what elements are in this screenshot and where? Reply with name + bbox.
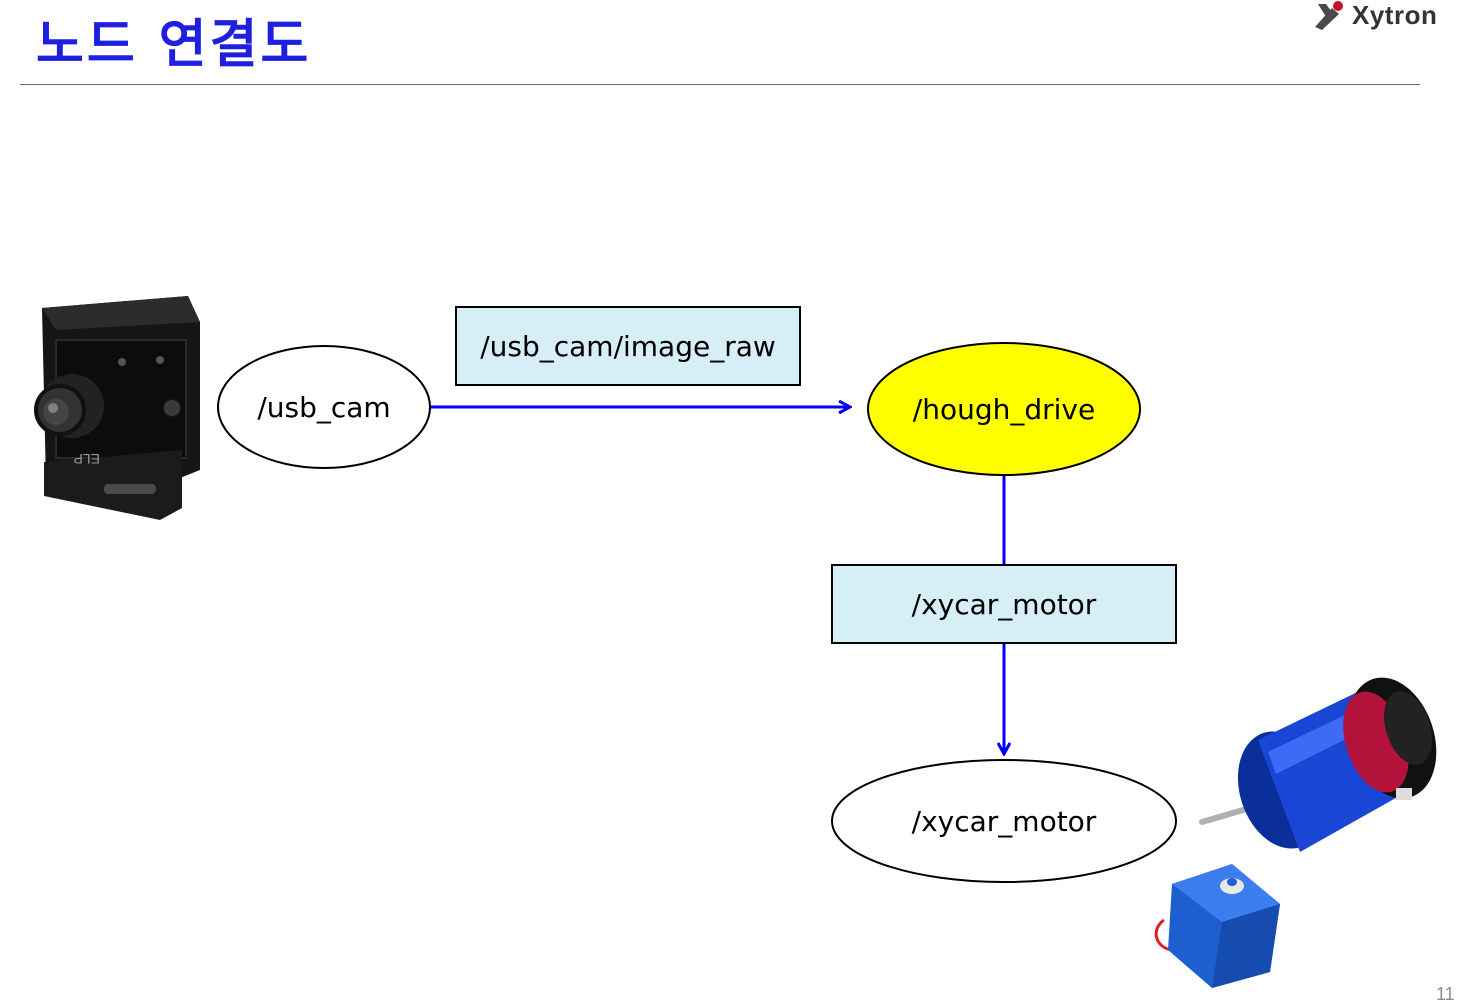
node-usb-cam: /usb_cam [217, 345, 431, 469]
node-hough-drive-label: /hough_drive [913, 393, 1095, 426]
title-divider [20, 84, 1420, 85]
page-number: 11 [1436, 984, 1455, 1004]
topic-xycar-motor-label: /xycar_motor [912, 588, 1097, 621]
node-xycar-motor-label: /xycar_motor [912, 805, 1097, 838]
topic-xycar-motor: /xycar_motor [831, 564, 1177, 644]
node-hough-drive: /hough_drive [867, 342, 1141, 476]
topic-image-raw: /usb_cam/image_raw [455, 306, 801, 386]
node-usb-cam-label: /usb_cam [257, 391, 390, 424]
svg-text:ELP: ELP [74, 451, 100, 467]
slide-title: 노드 연결도 [36, 15, 312, 75]
servo-motor-photo [1154, 864, 1280, 988]
bldc-motor-photo [1199, 677, 1437, 852]
usb-camera-photo: ELP [34, 296, 200, 520]
logo-text: Xytron [1352, 0, 1438, 30]
xytron-logo: Xytron [1312, 0, 1437, 30]
topic-image-raw-label: /usb_cam/image_raw [480, 330, 776, 363]
node-xycar-motor: /xycar_motor [831, 759, 1177, 883]
xytron-logo-mark-icon [1315, 1, 1343, 30]
